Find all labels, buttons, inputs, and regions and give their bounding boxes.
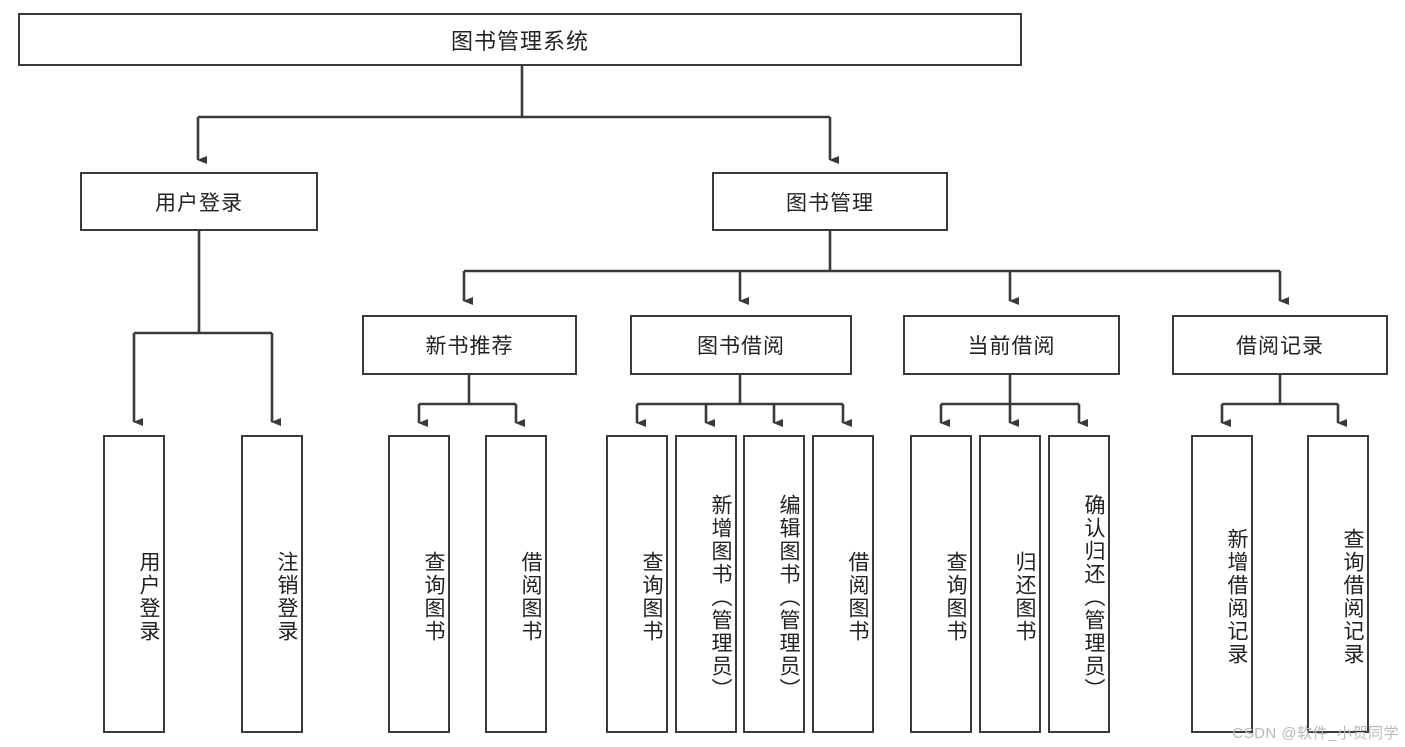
node-current-borrow[interactable]: 当前借阅 [903, 315, 1120, 375]
node-label: 借阅记录 [1236, 335, 1324, 358]
node-label: 用户登录 [155, 191, 243, 215]
node-borrow-record[interactable]: 借阅记录 [1172, 315, 1388, 375]
node-label: 查询图书 [640, 551, 663, 643]
leaf-query-book-recommend[interactable]: 查询图书 [388, 435, 450, 733]
node-label: 查询借阅记录 [1341, 528, 1364, 666]
leaf-return-book[interactable]: 归还图书 [979, 435, 1041, 733]
node-book-management[interactable]: 图书管理 [712, 172, 948, 231]
leaf-add-book-admin[interactable]: 新增图书（管理员） [675, 435, 737, 733]
leaf-query-book-borrow[interactable]: 查询图书 [606, 435, 668, 733]
leaf-logout-login[interactable]: 注销登录 [241, 435, 303, 733]
node-label: 归还图书 [1013, 551, 1036, 643]
node-label: 图书管理 [786, 191, 874, 215]
node-root-system[interactable]: 图书管理系统 [18, 13, 1022, 66]
node-label: 图书借阅 [697, 335, 785, 358]
node-label: 新书推荐 [425, 335, 514, 358]
node-book-borrow[interactable]: 图书借阅 [630, 315, 852, 375]
leaf-add-borrow-record[interactable]: 新增借阅记录 [1191, 435, 1253, 733]
leaf-query-book-current[interactable]: 查询图书 [910, 435, 972, 733]
leaf-query-borrow-record[interactable]: 查询借阅记录 [1307, 435, 1369, 733]
node-label: 确认归还（管理员） [1082, 493, 1105, 701]
node-label: 新增借阅记录 [1225, 528, 1248, 666]
node-label: 查询图书 [422, 551, 445, 643]
leaf-borrow-book[interactable]: 借阅图书 [812, 435, 874, 733]
leaf-borrow-book-recommend[interactable]: 借阅图书 [485, 435, 547, 733]
node-new-book-recommend[interactable]: 新书推荐 [362, 315, 577, 375]
node-label: 当前借阅 [967, 335, 1056, 358]
node-label: 用户登录 [137, 551, 160, 643]
leaf-edit-book-admin[interactable]: 编辑图书（管理员） [743, 435, 805, 733]
node-label: 注销登录 [275, 551, 298, 643]
node-label: 借阅图书 [519, 551, 542, 643]
node-label: 查询图书 [944, 551, 967, 643]
node-user-login[interactable]: 用户登录 [80, 172, 318, 231]
leaf-user-login[interactable]: 用户登录 [103, 435, 165, 733]
watermark-credit: CSDN @软件_小贺同学 [1232, 725, 1399, 742]
node-label: 借阅图书 [846, 551, 869, 643]
node-label: 图书管理系统 [450, 28, 589, 54]
node-label: 新增图书（管理员） [709, 493, 732, 701]
leaf-confirm-return-admin[interactable]: 确认归还（管理员） [1048, 435, 1110, 733]
node-label: 编辑图书（管理员） [777, 493, 800, 701]
